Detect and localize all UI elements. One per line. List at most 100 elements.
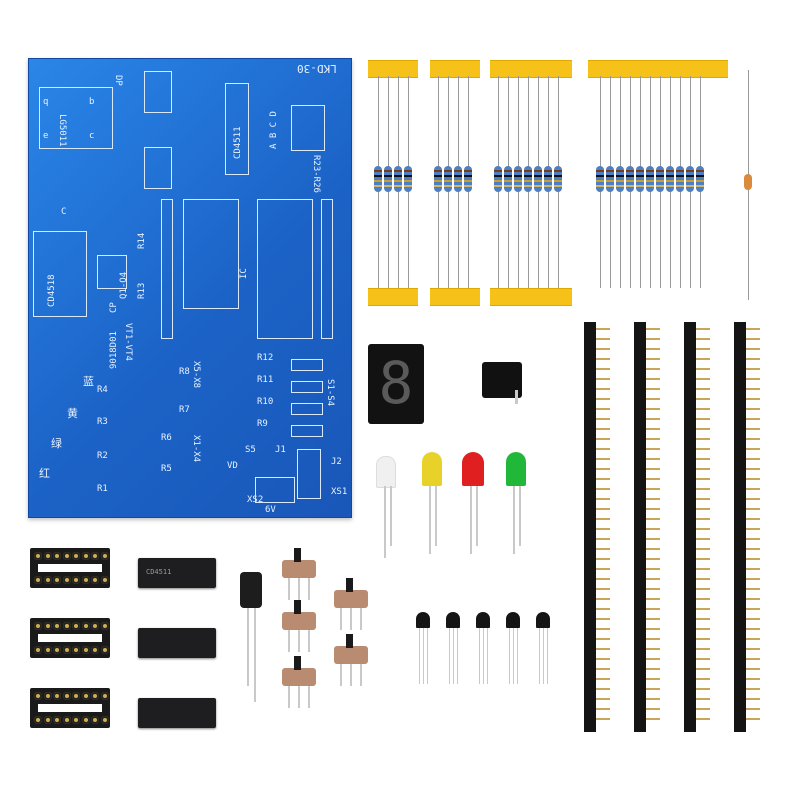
capacitor-leg — [254, 608, 256, 702]
header-pin — [746, 608, 760, 610]
socket-hole — [100, 552, 109, 560]
header-pin — [696, 438, 710, 440]
switch-pin — [288, 630, 290, 652]
header-pin — [746, 388, 760, 390]
pcb-board: LKD-30 LG5011 DP q b e c CD4511 A B C D … — [28, 58, 352, 518]
led-leg — [470, 486, 472, 554]
header-pin — [646, 588, 660, 590]
ic-chip — [138, 628, 216, 658]
resistor-band — [534, 170, 542, 172]
switch-pin — [340, 608, 342, 630]
resistor — [666, 166, 674, 192]
header-pin — [646, 408, 660, 410]
vd-label: VD — [227, 461, 238, 471]
seg-q-label: q — [43, 97, 49, 107]
header-pin — [596, 528, 610, 530]
header-pin — [596, 388, 610, 390]
socket-hole — [43, 552, 52, 560]
header-pin — [696, 548, 710, 550]
switch-pin — [350, 608, 352, 630]
j1-label: J1 — [275, 445, 286, 455]
resistor-tape-top — [588, 60, 728, 78]
resistor-tape-top — [490, 60, 572, 78]
header-pin — [646, 698, 660, 700]
header-pin — [696, 388, 710, 390]
resistor-band — [384, 170, 392, 172]
switch-pin — [298, 630, 300, 652]
header-pin — [596, 588, 610, 590]
header-pin — [646, 648, 660, 650]
slide-switch — [334, 646, 368, 664]
resistor-band — [534, 175, 542, 177]
socket-hole — [91, 576, 99, 584]
header-pin — [696, 698, 710, 700]
resistor-band — [434, 175, 442, 177]
pin-header — [584, 322, 610, 732]
header-pin — [696, 668, 710, 670]
socket-hole — [72, 692, 80, 700]
transistor-leg — [547, 628, 548, 684]
r10-label: R10 — [257, 397, 274, 407]
abcd-label: A B C D — [269, 111, 279, 149]
header-pin — [646, 578, 660, 580]
j2-footprint — [297, 449, 321, 499]
socket-hole — [72, 576, 80, 584]
resistor-band — [626, 185, 634, 187]
header-pin — [746, 628, 760, 630]
header-pin — [746, 528, 760, 530]
resistor — [626, 166, 634, 192]
switch-pin — [350, 664, 352, 686]
resistor — [384, 166, 392, 192]
ic-footprint-right — [257, 199, 313, 339]
j2-label: J2 — [331, 457, 342, 467]
slide-switch — [334, 590, 368, 608]
header-pin — [596, 348, 610, 350]
socket-hole — [62, 552, 71, 560]
socket-hole — [53, 622, 61, 630]
resistor-band — [666, 180, 674, 182]
socket-hole — [53, 552, 61, 560]
resistor-band — [544, 170, 552, 172]
diode — [744, 174, 752, 190]
header-pin — [746, 698, 760, 700]
socket-hole — [62, 576, 71, 584]
header-pin — [646, 638, 660, 640]
header-pin — [646, 338, 660, 340]
resistor — [444, 166, 452, 192]
header-pin — [746, 688, 760, 690]
socket-hole — [100, 692, 109, 700]
header-pin — [746, 618, 760, 620]
resistor — [616, 166, 624, 192]
header-pin — [696, 398, 710, 400]
header-pin — [696, 468, 710, 470]
header-pin — [746, 648, 760, 650]
header-footprint-right — [321, 199, 333, 339]
resistor-band — [554, 180, 562, 182]
resistor-band — [494, 185, 502, 187]
header-pin — [596, 648, 610, 650]
header-pin — [746, 478, 760, 480]
resistor — [434, 166, 442, 192]
header-pin — [746, 678, 760, 680]
transistor — [476, 612, 490, 628]
resistor-band — [554, 185, 562, 187]
resistor-band — [454, 170, 462, 172]
transistor-leg — [427, 628, 428, 684]
header-pin — [596, 628, 610, 630]
led-leg — [429, 486, 431, 554]
switch-pin — [360, 608, 362, 630]
header-pin — [746, 568, 760, 570]
capacitor-label: C — [61, 207, 67, 217]
switch-pin — [360, 664, 362, 686]
header-pin — [646, 538, 660, 540]
resistor-band — [464, 175, 472, 177]
resistor — [676, 166, 684, 192]
switch-footprint — [291, 359, 323, 371]
header-pin — [646, 348, 660, 350]
resistor-band — [616, 175, 624, 177]
resistor-band — [504, 175, 512, 177]
led-leg — [513, 486, 515, 554]
led-yellow-label: 黄 — [67, 407, 78, 420]
resistor-band — [384, 180, 392, 182]
header-pin — [646, 358, 660, 360]
